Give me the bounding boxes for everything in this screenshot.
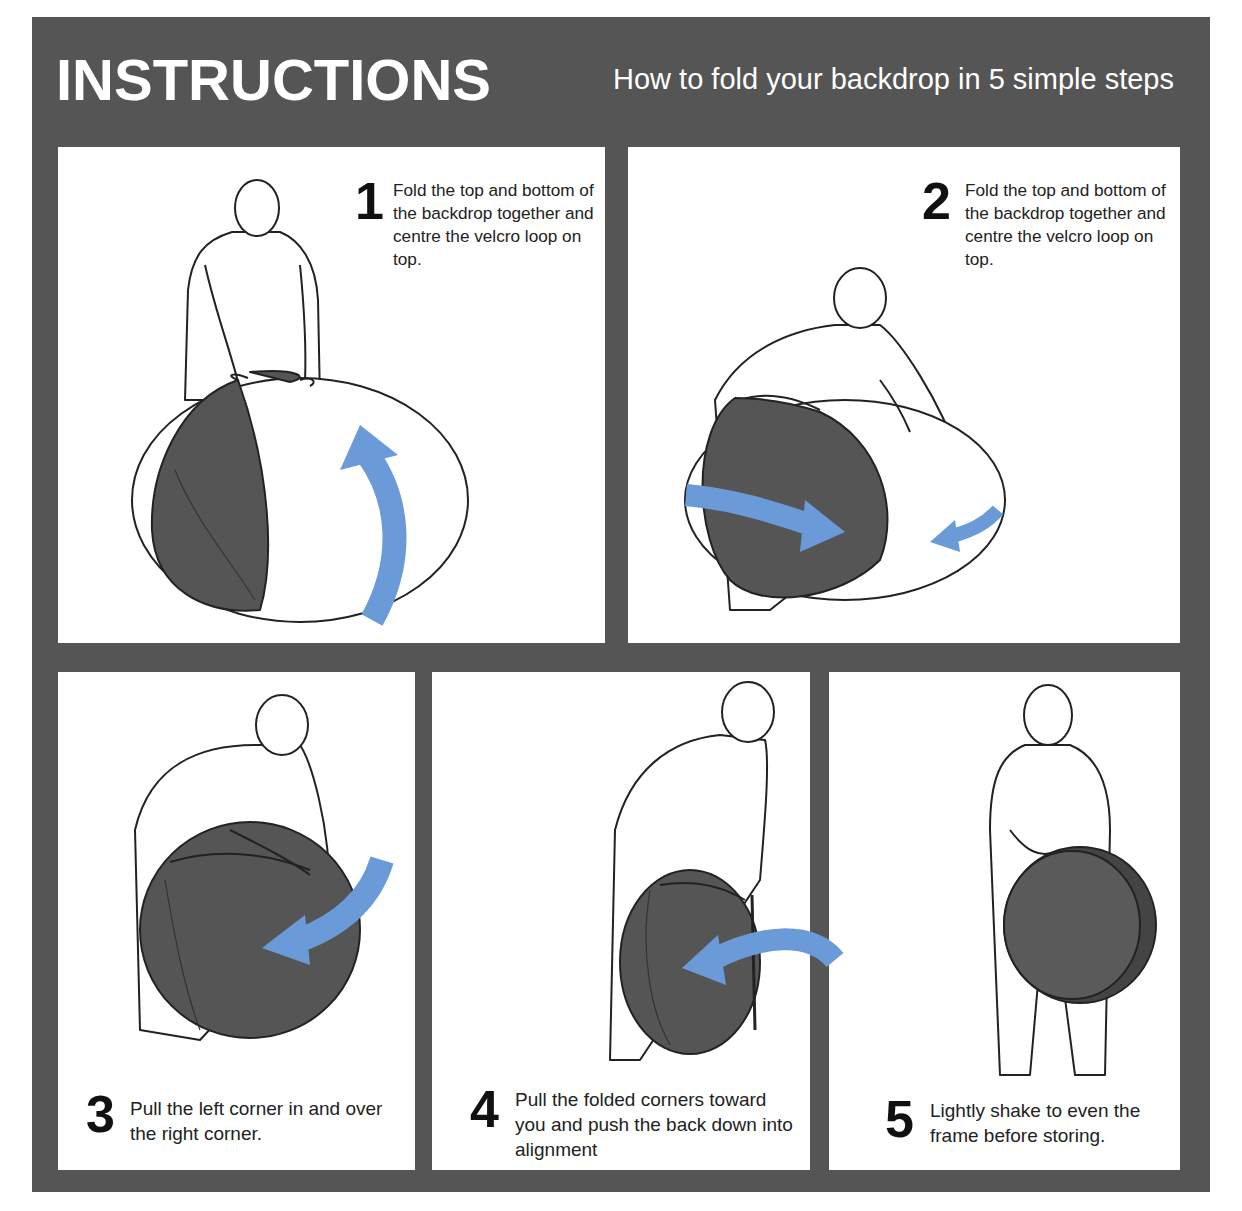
step-panel: 5 Lightly shake to even the frame before …: [829, 672, 1180, 1170]
step-panel: 2 Fold the top and bottom of the backdrop…: [628, 147, 1180, 643]
step2-arrows: [686, 495, 998, 552]
page-title: INSTRUCTIONS: [56, 48, 491, 112]
step-instruction: Pull the folded corners toward you and p…: [515, 1087, 800, 1162]
step3-arrow: [262, 860, 382, 965]
step1-figure: [132, 180, 468, 622]
step4-figure: [610, 682, 774, 1060]
step-number: 3: [86, 1088, 115, 1140]
panel-grounds: [58, 147, 1180, 1170]
step3-figure: [135, 695, 360, 1040]
step2-figure: [685, 268, 1005, 610]
step-number: 4: [470, 1083, 499, 1135]
step-number: 5: [885, 1093, 914, 1145]
step1-arrow: [340, 425, 398, 620]
step5-figure: [990, 685, 1156, 1075]
step-panel: 3 Pull the left corner in and over the ri…: [58, 672, 415, 1170]
step-instruction: Pull the left corner in and over the rig…: [130, 1096, 408, 1146]
step-number: 1: [355, 175, 384, 227]
step4-arrow: [682, 935, 835, 985]
step-instruction: Fold the top and bottom of the backdrop …: [965, 179, 1177, 271]
step-panel: 1Fold the top and bottom of the backdrop…: [58, 147, 605, 643]
step-instruction: Lightly shake to even the frame before s…: [930, 1098, 1170, 1148]
step-instruction: Fold the top and bottom of the backdrop …: [393, 179, 605, 271]
subtitle: How to fold your backdrop in 5 simple st…: [613, 62, 1174, 96]
step-panel: 4 Pull the folded corners toward you and …: [432, 672, 810, 1170]
step-number: 2: [922, 175, 951, 227]
